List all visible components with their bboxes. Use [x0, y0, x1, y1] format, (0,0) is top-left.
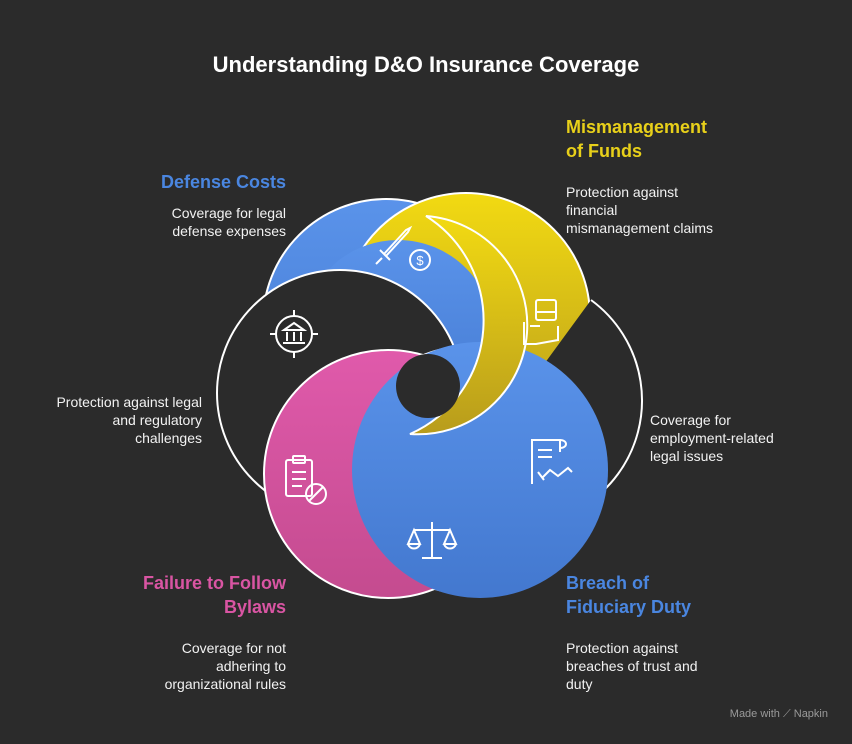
footer-credit[interactable]: Made with ⟋ Napkin: [730, 708, 828, 721]
defense-costs-description: Coverage for legal defense expenses: [171, 205, 286, 239]
svg-text:$: $: [416, 253, 424, 268]
contract-handshake-icon: [531, 439, 573, 484]
page-title: Understanding D&O Insurance Coverage: [212, 52, 640, 77]
clipboard-prohibited-icon: [285, 455, 327, 505]
fiduciary-heading: Breach of Fiduciary Duty: [566, 573, 692, 617]
defense-costs-heading: Defense Costs: [160, 172, 286, 192]
bylaws-heading: Failure to Follow Bylaws: [143, 573, 286, 617]
center-hole: [396, 354, 460, 418]
sword-coin-icon: $: [375, 225, 431, 271]
made-with-label: Made with: [729, 708, 780, 720]
napkin-brand: Napkin: [793, 708, 828, 720]
fiduciary-description: Protection against breaches of trust and…: [566, 640, 698, 692]
bylaws-description: Coverage for not adhering to organizatio…: [164, 640, 286, 692]
napkin-logo-icon: ⟋: [782, 708, 791, 720]
regulatory-description: Protection against legal and regulatory …: [56, 394, 202, 446]
employment-description: Coverage for employment-related legal is…: [650, 412, 774, 464]
scales-icon: [406, 522, 458, 559]
bank-target-icon: [270, 310, 318, 358]
hand-money-icon: [523, 299, 559, 345]
mismanagement-overlap: [409, 215, 529, 436]
mismanagement-description: Protection against financial mismanageme…: [566, 184, 714, 236]
mismanagement-heading: Mismanagement of Funds: [566, 117, 708, 161]
